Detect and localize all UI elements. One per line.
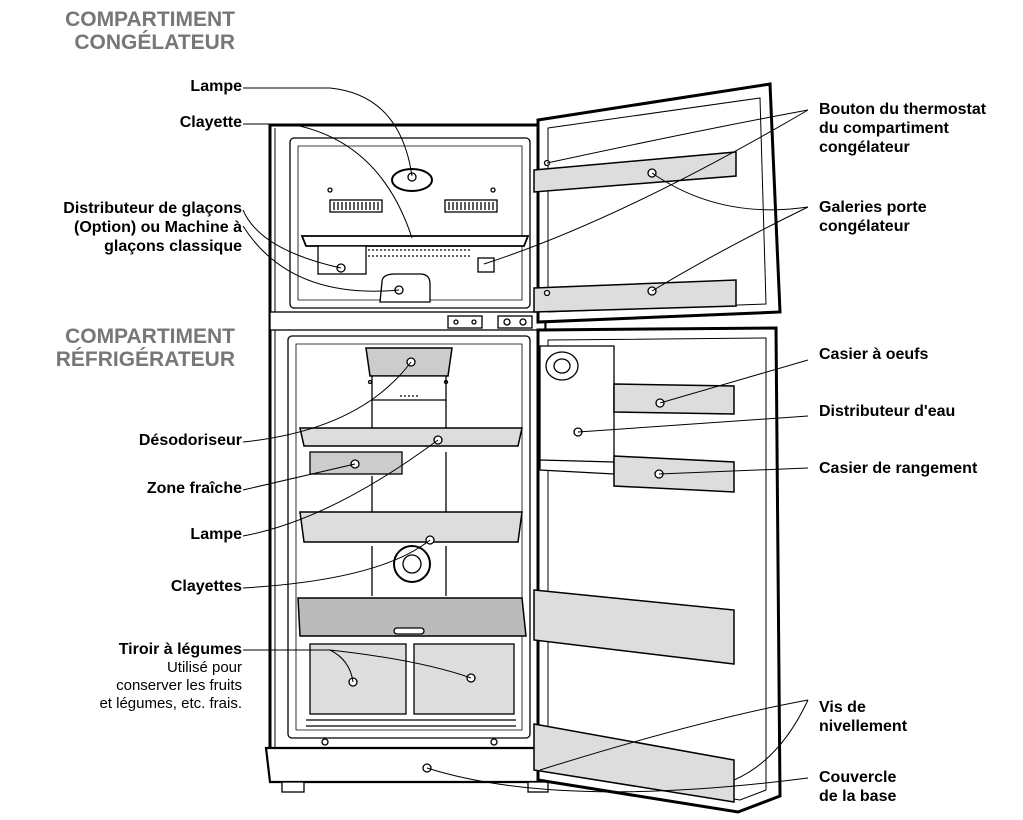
label-thermostat: Bouton du thermostat du compartiment con… — [819, 101, 987, 156]
label-lampe-top: Lampe — [190, 78, 242, 95]
leader-lines — [242, 87, 809, 793]
label-zone-fraiche: Zone fraîche — [146, 480, 242, 497]
label-vis-nivellement: Vis de nivellement — [819, 699, 908, 735]
fridge-door — [533, 326, 782, 814]
label-couvercle-base: Couvercle de la base — [819, 769, 897, 805]
section-fridge: COMPARTIMENT RÉFRIGÉRATEUR — [55, 325, 235, 371]
freezer-interior — [300, 168, 530, 303]
label-lampe-bottom: Lampe — [190, 526, 242, 543]
label-distributeur-eau: Distributeur d'eau — [819, 403, 956, 420]
fridge-interior — [297, 347, 527, 727]
label-casier-rangement: Casier de rangement — [819, 460, 978, 477]
label-casier-oeufs: Casier à oeufs — [819, 346, 929, 363]
tiroir-description: Utilisé pour conserver les fruits et lég… — [99, 659, 242, 712]
section-freezer: COMPARTIMENT CONGÉLATEUR — [65, 8, 235, 54]
label-galeries: Galeries porte congélateur — [819, 199, 927, 235]
freezer-door — [533, 82, 782, 324]
label-clayettes: Clayettes — [170, 578, 242, 595]
control-panel — [447, 315, 533, 329]
label-tiroir-legumes: Tiroir à légumes — [118, 641, 242, 658]
label-desodoriseur: Désodoriseur — [138, 432, 242, 449]
label-clayette: Clayette — [179, 114, 242, 131]
label-distributeur-glacons: Distributeur de glaçons (Option) ou Mach… — [63, 200, 242, 255]
